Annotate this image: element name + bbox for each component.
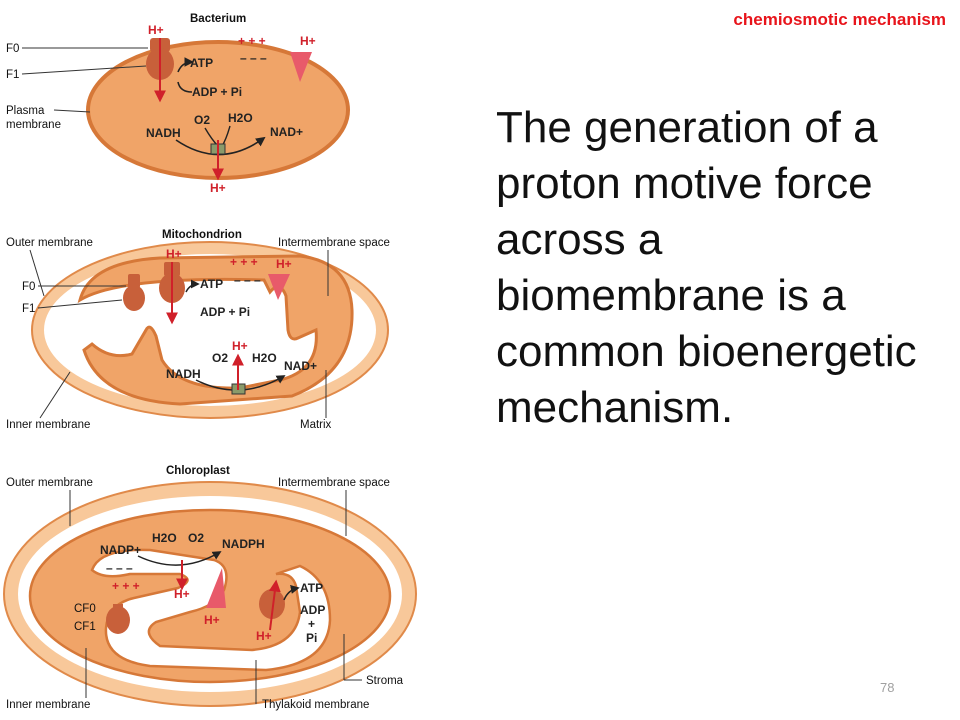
chemiosmosis-diagram: Bacterium H+ ATP ADP + Pi + + + – – – H+…: [3, 13, 417, 711]
mito-plus-charges: + + +: [230, 255, 258, 269]
mito-outer-leader: [29, 249, 45, 297]
f1-leader: [21, 65, 147, 75]
mito-outer-label: Outer membrane: [6, 237, 93, 249]
bacterium-atp: ATP: [190, 56, 213, 70]
chloro-synthase-proton-arrow: [268, 579, 281, 631]
mitochondrion-title: Mitochondrion: [162, 229, 242, 241]
chloro-atp-arrow: [283, 585, 300, 601]
plasma-label: Plasma: [6, 105, 45, 117]
chloro-intermembrane-label: Intermembrane space: [278, 477, 390, 489]
chloro-cf1-label: CF1: [74, 621, 96, 633]
chloro-h2o: H2O: [152, 531, 177, 545]
mito-f0-label: F0: [22, 281, 35, 293]
chloro-outer-label: Outer membrane: [6, 477, 93, 489]
bacterium-o2: O2: [194, 113, 210, 127]
mito-f1-label: F1: [22, 303, 35, 315]
chloro-atp: ATP: [300, 581, 323, 595]
mito-atp: ATP: [200, 277, 223, 291]
mito-minus-charges: – – –: [234, 273, 261, 287]
bacterium-f0-label: F0: [6, 43, 19, 55]
slide-title: chemiosmotic mechanism: [733, 10, 946, 29]
mito-proton-gradient-label: H+: [276, 257, 292, 271]
chloro-plus-charges: + + +: [112, 579, 140, 593]
adp-arrow: [177, 81, 193, 93]
mito-matrix-label: Matrix: [300, 419, 332, 431]
bacterium-h2o: H2O: [228, 111, 253, 125]
chloro-atp-synthase-icons: [106, 589, 285, 634]
slide-body-text: The generation of a proton motive force …: [496, 103, 917, 432]
chloro-proton-synthase: H+: [256, 629, 272, 643]
chloro-nadp: NADP+: [100, 543, 141, 557]
chloro-nadph: NADPH: [222, 537, 265, 551]
mito-nad: NAD+: [284, 359, 317, 373]
atp-arrow: [177, 57, 194, 73]
membrane-label: membrane: [6, 119, 61, 131]
mito-proton-pump-label: H+: [232, 339, 248, 353]
chloro-electron-arrow: [137, 551, 222, 566]
bacterium-plus-charges: + + +: [238, 34, 266, 48]
chloro-adp: ADP: [300, 603, 325, 617]
chloro-thylakoid-label: Thylakoid membrane: [262, 699, 369, 711]
bacterium-nadh: NADH: [146, 126, 181, 140]
mito-atp-synthase-icons: [123, 262, 185, 311]
chloro-stroma-label: Stroma: [366, 675, 404, 687]
bacterium-proton-bottom: H+: [210, 181, 226, 195]
mito-f1-leader: [37, 299, 123, 309]
mito-nadh: NADH: [166, 367, 201, 381]
mito-atp-arrow: [185, 279, 200, 293]
bacterium-adp: ADP + Pi: [192, 85, 242, 99]
mito-inner-label: Inner membrane: [6, 419, 90, 431]
bacterium-f1-label: F1: [6, 69, 19, 81]
chloro-inner-label: Inner membrane: [6, 699, 90, 711]
chloro-proton-gradient-icon: [206, 568, 226, 608]
chloro-cf0-label: CF0: [74, 603, 96, 615]
mito-h2o: H2O: [252, 351, 277, 365]
page-number: 78: [880, 680, 895, 695]
chloro-o2: O2: [188, 531, 204, 545]
bacterium-panel: Bacterium H+ ATP ADP + Pi + + + – – – H+…: [6, 13, 350, 195]
chloro-proton-gradient-label: H+: [204, 613, 220, 627]
bacterium-proton-top: H+: [148, 23, 164, 37]
bacterium-nad: NAD+: [270, 125, 303, 139]
mito-proton-top: H+: [166, 247, 182, 261]
chloro-proton-lumen: H+: [174, 587, 190, 601]
proton-gradient-icon: [290, 52, 312, 82]
bacterium-proton-gradient-label: H+: [300, 34, 316, 48]
mito-o2: O2: [212, 351, 228, 365]
bacterium-title: Bacterium: [190, 13, 246, 25]
chloroplast-title: Chloroplast: [166, 465, 230, 477]
mito-proton-gradient-icon: [268, 274, 290, 300]
chloro-minus-charges: – – –: [106, 561, 133, 575]
bacterium-minus-charges: – – –: [240, 51, 267, 65]
mito-intermembrane-label: Intermembrane space: [278, 237, 390, 249]
plasma-leader: [53, 109, 91, 113]
mito-inner-leader: [39, 371, 71, 419]
chloro-pi: Pi: [306, 631, 317, 645]
chloro-plus-sign: +: [308, 617, 315, 631]
chloroplast-panel: Chloroplast NADP+ H2O O2 NADPH H+ + + + …: [3, 465, 417, 711]
mitochondrion-panel: Mitochondrion H+ ATP ADP + Pi + + + – – …: [6, 229, 390, 431]
mito-adp: ADP + Pi: [200, 305, 250, 319]
